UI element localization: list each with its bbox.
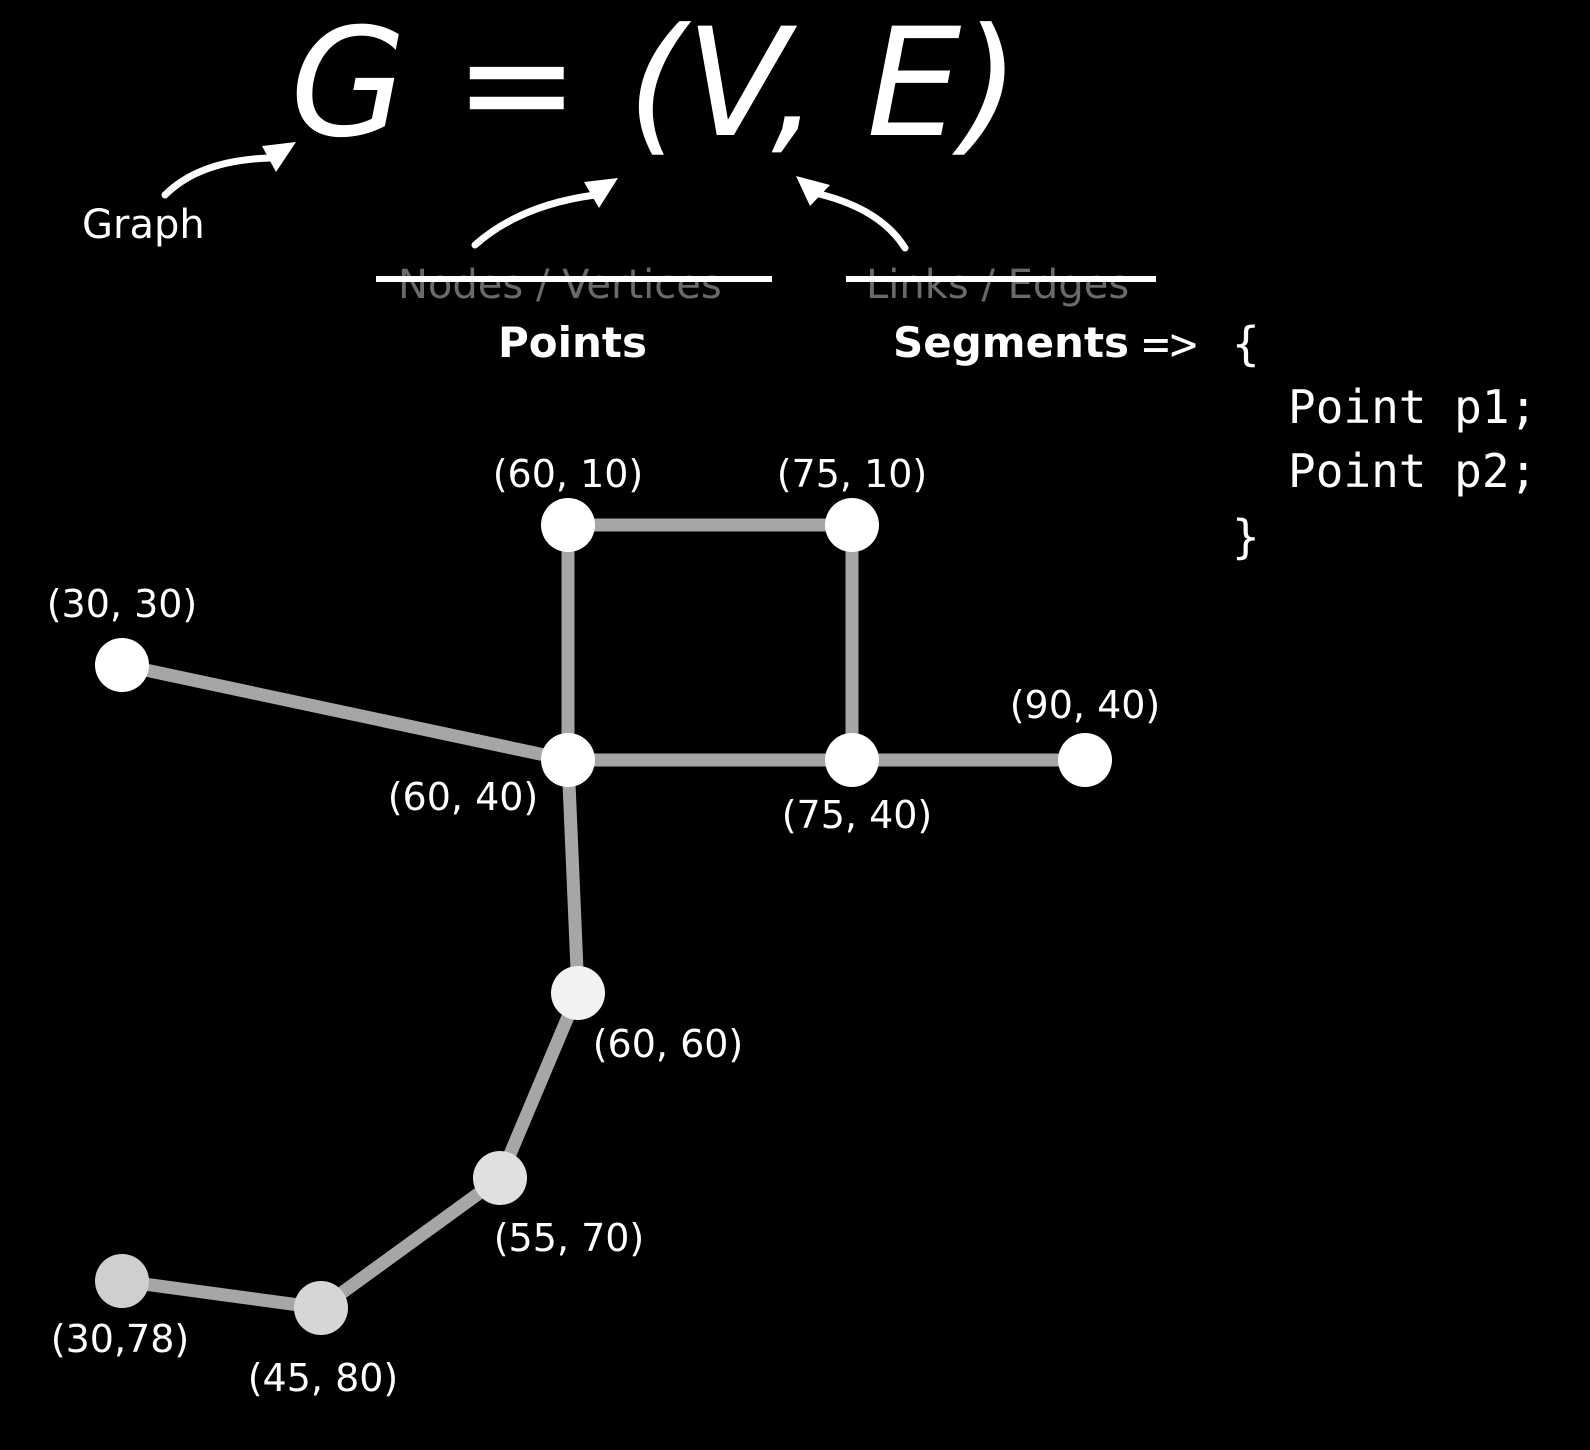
code-open-brace: {	[1232, 317, 1260, 371]
code-line-p2: Point p2;	[1288, 444, 1537, 498]
node-n30_30	[95, 638, 149, 692]
code-close-brace: }	[1232, 510, 1260, 564]
labels-layer: (60, 10) (75, 10) (30, 30) (60, 40) (75, 40)…	[47, 452, 1161, 1400]
formula-title: G = (V, E)	[290, 0, 1020, 171]
edges-layer	[115, 518, 1092, 1315]
vertices-arrow	[471, 191, 599, 249]
node-label-n30_30: (30, 30)	[47, 582, 198, 626]
edges-arrowhead	[796, 176, 830, 206]
points-label: Points	[498, 318, 647, 367]
code-arrow: =>	[1142, 317, 1197, 371]
node-n75_40	[825, 733, 879, 787]
links-edges-struck: Links / Edges	[866, 262, 1129, 308]
node-label-n75_40: (75, 40)	[782, 793, 933, 837]
vertices-arrowhead	[584, 178, 618, 208]
edge-n45_80-n30_78	[115, 1274, 328, 1315]
edge-n60_60-n55_70	[493, 986, 585, 1185]
node-label-n30_78: (30,78)	[51, 1317, 189, 1361]
node-n60_60	[551, 966, 605, 1020]
node-n45_80	[294, 1281, 348, 1335]
segments-label: Segments	[893, 318, 1129, 367]
edge-n30_30-n60_40	[115, 658, 575, 767]
edges-arrow	[811, 189, 909, 252]
nodes-vertices-struck: Nodes / Vertices	[398, 262, 722, 308]
node-label-n60_60: (60, 60)	[593, 1022, 744, 1066]
node-label-n90_40: (90, 40)	[1010, 683, 1161, 727]
edge-n60_40-n60_60	[561, 753, 585, 1000]
node-label-n60_10: (60, 10)	[493, 452, 644, 496]
node-label-n60_40: (60, 40)	[388, 775, 539, 819]
node-n60_10	[541, 498, 595, 552]
node-label-n75_10: (75, 10)	[777, 452, 928, 496]
graph-arrowhead	[262, 142, 296, 172]
code-line-p1: Point p1;	[1288, 380, 1537, 434]
node-label-n55_70: (55, 70)	[494, 1216, 645, 1260]
graph-arrow	[161, 154, 274, 199]
node-n55_70	[473, 1151, 527, 1205]
node-n90_40	[1058, 733, 1112, 787]
graph-annotation: Graph	[82, 202, 205, 248]
node-n60_40	[541, 733, 595, 787]
nodes-layer	[95, 498, 1112, 1335]
edge-n55_70-n45_80	[314, 1171, 507, 1315]
node-n75_10	[825, 498, 879, 552]
node-label-n45_80: (45, 80)	[248, 1356, 399, 1400]
node-n30_78	[95, 1254, 149, 1308]
